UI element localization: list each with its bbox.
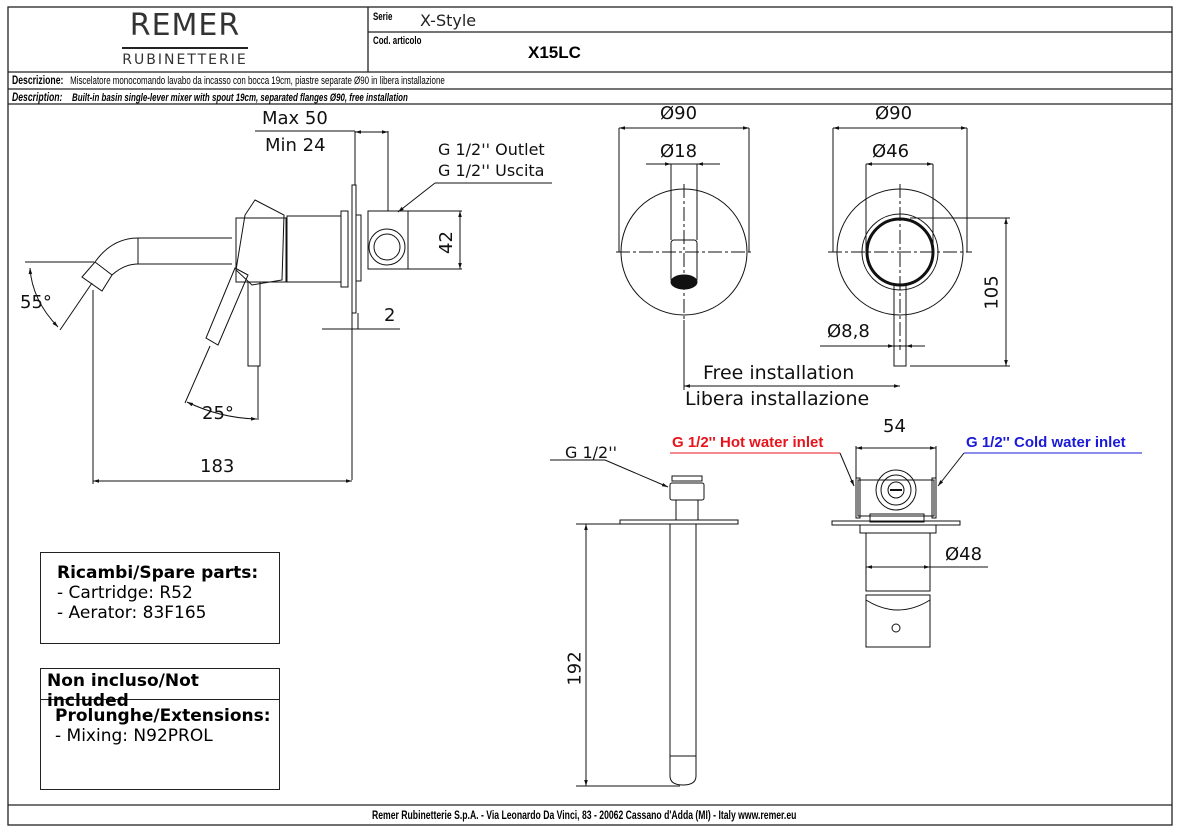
product-code: X15LC <box>528 43 581 62</box>
dim-spout-dia: Ø18 <box>660 141 698 162</box>
mixer-cartridge-body <box>865 532 931 592</box>
outlet-label-en: G 1/2'' Outlet <box>438 140 545 159</box>
lever-tilted <box>205 267 249 346</box>
description-en-label: Description: <box>12 90 63 104</box>
valve-body <box>286 215 342 283</box>
spare-part-item: - Aerator: 83F165 <box>57 603 207 623</box>
cold-inlet-label: G 1/2'' Cold water inlet <box>966 434 1126 451</box>
angle-55: 55° <box>20 292 52 313</box>
spout-thread-label: G 1/2'' <box>565 443 618 462</box>
dim-183: 183 <box>200 456 235 477</box>
code-label: Cod. articolo <box>373 35 422 47</box>
lever-handle <box>247 281 261 367</box>
free-installation-en: Free installation <box>703 362 855 384</box>
dim-105: 105 <box>981 275 1003 310</box>
spout-thread-connector <box>669 482 705 501</box>
description-it-row: Descrizione: Miscelatore monocomando lav… <box>12 73 445 87</box>
serie-value: X-Style <box>420 11 477 30</box>
spout-tube <box>669 524 697 786</box>
side-view-drawing <box>25 130 552 484</box>
description-it-text: Miscelatore monocomando lavabo da incass… <box>70 75 445 87</box>
outlet-circle <box>368 228 406 266</box>
footer-address: Remer Rubinetterie S.p.A. - Via Leonardo… <box>372 808 797 822</box>
dim-2: 2 <box>384 305 396 326</box>
bottom-view-drawing <box>550 446 1142 787</box>
dim-mixer-flange-dia: Ø90 <box>875 103 913 124</box>
dim-wall-min: Min 24 <box>265 135 326 156</box>
dim-192: 192 <box>564 651 586 686</box>
spare-parts-title: Ricambi/Spare parts: <box>57 563 259 583</box>
angle-25: 25° <box>202 403 234 424</box>
dim-spout-flange-dia: Ø90 <box>660 103 698 124</box>
outlet-label-it: G 1/2'' Uscita <box>438 161 545 180</box>
aerator <box>81 261 113 292</box>
spout-bottom-edge <box>111 263 232 276</box>
front-view-drawing <box>616 126 1010 390</box>
hot-inlet-label: G 1/2'' Hot water inlet <box>672 434 824 451</box>
spare-parts-box: Ricambi/Spare parts: - Cartridge: R52 - … <box>40 552 280 644</box>
description-en-text: Built-in basin single-lever mixer with s… <box>72 92 408 104</box>
not-included-title: Non incluso/Not included <box>41 669 279 711</box>
mixer-connector-body <box>857 479 935 517</box>
serie-label: Serie <box>373 11 393 23</box>
free-installation-it: Libera installazione <box>685 388 870 410</box>
lever-front <box>893 283 907 367</box>
dim-lever-dia: Ø8,8 <box>827 321 870 342</box>
description-it-label: Descrizione: <box>12 73 64 87</box>
lever-body <box>235 199 285 286</box>
spout-aerator <box>670 274 698 290</box>
extensions-title: Prolunghe/Extensions: <box>55 706 271 726</box>
spare-part-item: - Cartridge: R52 <box>57 583 193 603</box>
wall-flange <box>351 184 357 314</box>
dim-42: 42 <box>435 231 457 254</box>
dim-48: Ø48 <box>945 544 983 565</box>
description-en-row: Description: Built-in basin single-lever… <box>12 90 408 104</box>
dim-wall-max: Max 50 <box>262 108 328 129</box>
dim-mixer-dia: Ø46 <box>872 141 910 162</box>
brand-subtitle: RUBINETTERIE <box>122 52 248 68</box>
dim-54: 54 <box>883 416 906 437</box>
not-included-box: Non incluso/Not included Prolunghe/Exten… <box>40 668 280 790</box>
mixer-flange-plate <box>859 524 937 534</box>
spout-top-edge <box>94 237 232 263</box>
extension-item: - Mixing: N92PROL <box>55 726 213 746</box>
brand-logo: REMER <box>129 8 241 43</box>
